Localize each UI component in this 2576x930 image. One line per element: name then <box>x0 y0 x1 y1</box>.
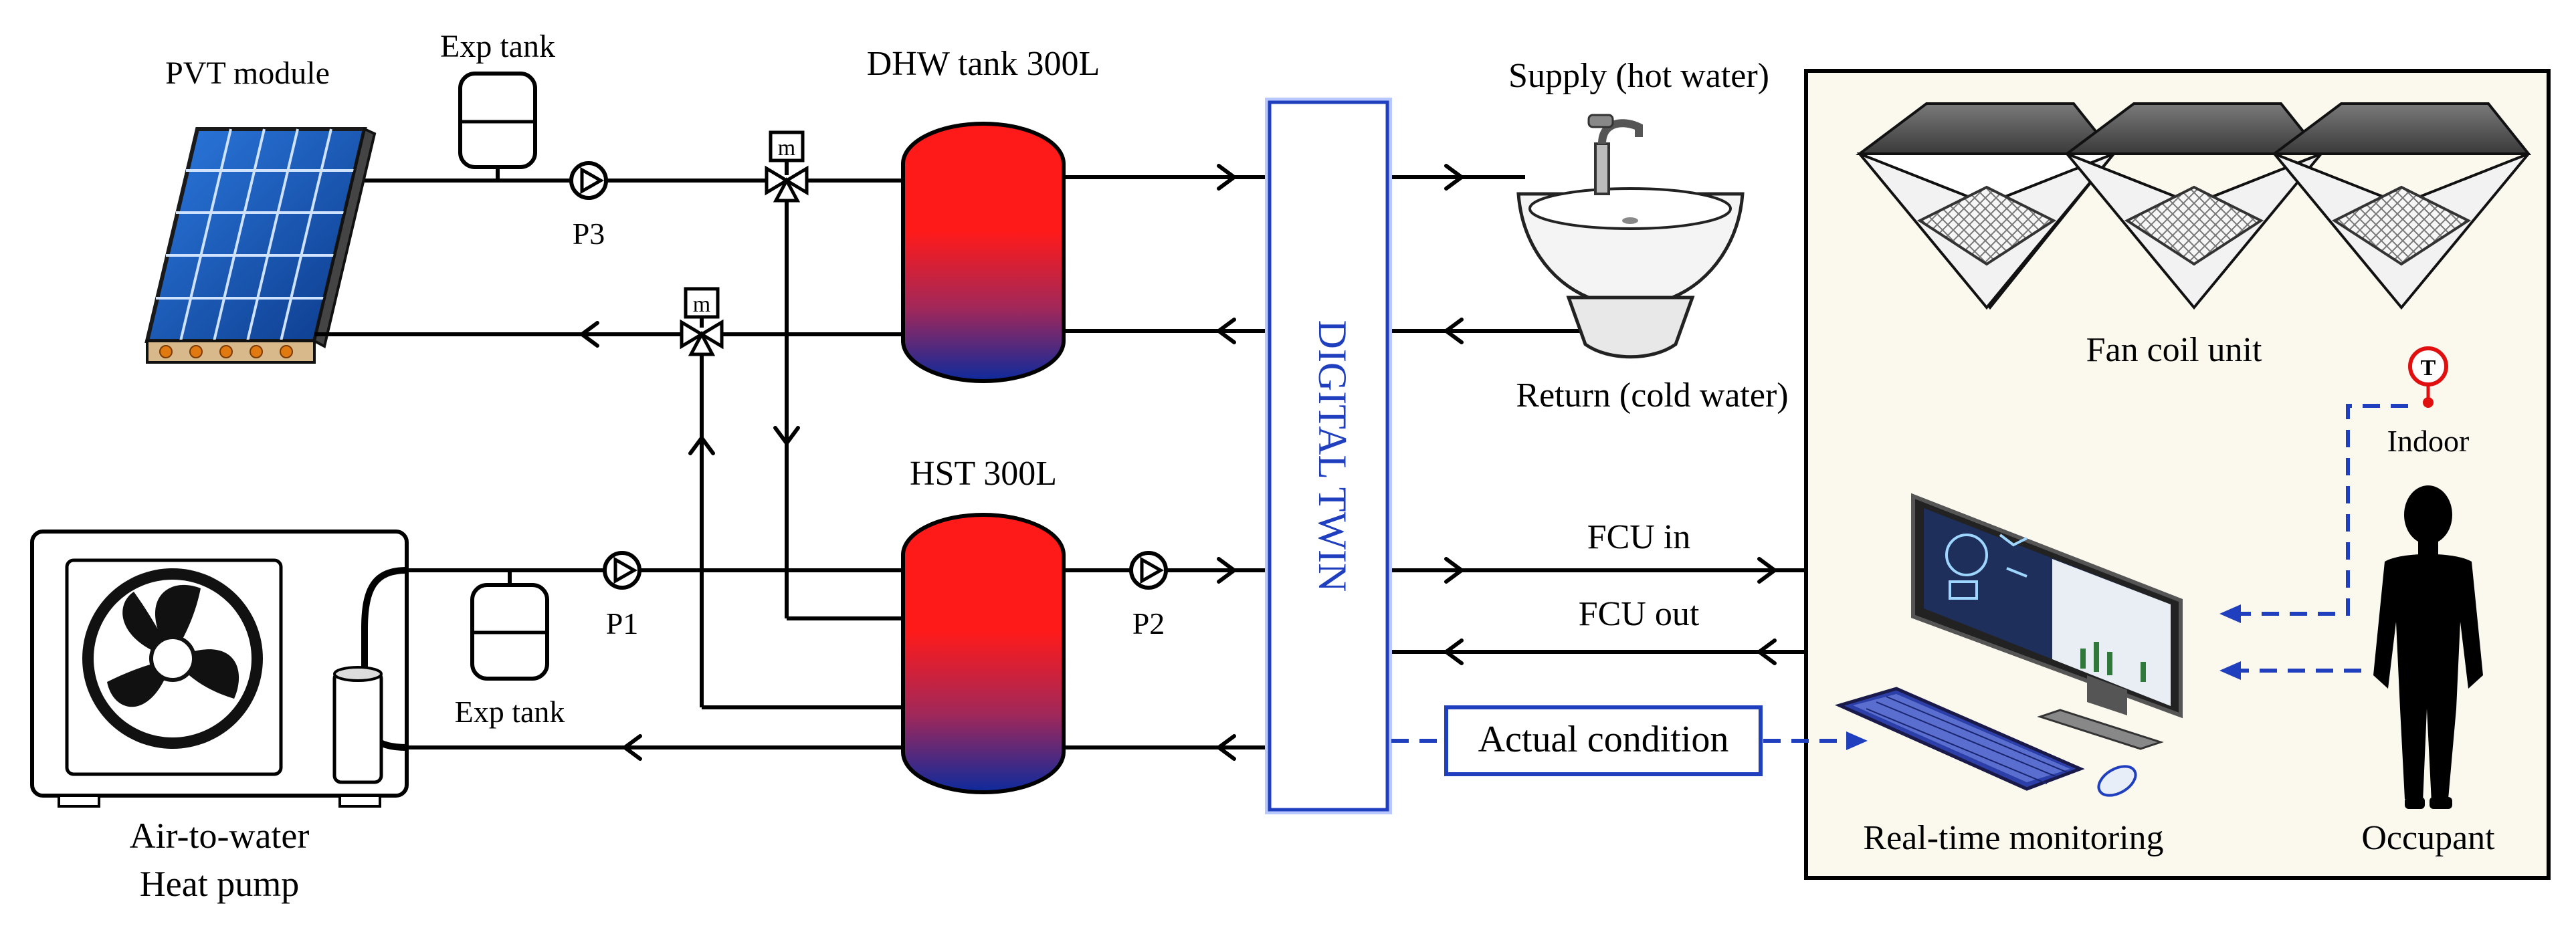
dash-indoor-to-monitor <box>2238 404 2408 616</box>
valve-top-label: m <box>778 136 795 160</box>
three-way-valve-icon <box>680 287 724 356</box>
actual-condition-box <box>1444 705 1763 776</box>
return-label: Return (cold water) <box>1516 376 1788 415</box>
pvt-module-label: PVT module <box>165 55 330 91</box>
pump-p3-label: P3 <box>573 217 605 251</box>
fcu-out-label: FCU out <box>1579 595 1700 633</box>
monitor-icon <box>1911 493 2183 750</box>
real-time-monitoring-label: Real-time monitoring <box>1863 819 2163 857</box>
occupant-label: Occupant <box>2361 819 2495 857</box>
valve-middle-label: m <box>693 292 710 317</box>
fcu-in-label: FCU in <box>1587 518 1691 556</box>
digital-twin-label: DIGITAL TWIN <box>1310 320 1355 592</box>
indoor-label: Indoor <box>2387 424 2470 458</box>
fan-coil-icon <box>2063 102 2324 310</box>
dash-indoor-arrowhead <box>2219 604 2241 623</box>
digital-twin-box <box>1268 100 1389 812</box>
actual-condition-label: Actual condition <box>1478 719 1729 760</box>
mouse-icon <box>2097 765 2137 797</box>
dash-arrowhead <box>1846 731 1868 750</box>
flow-arrows <box>580 164 1777 761</box>
fan-coil-icon <box>2270 102 2532 310</box>
heat-pump-label-line1: Air-to-water <box>130 816 310 856</box>
fan-coil-unit-label: Fan coil unit <box>2086 331 2262 369</box>
pump-p2-label: P2 <box>1132 606 1165 641</box>
heat-pump-label-line2: Heat pump <box>140 864 299 904</box>
expansion-tank-icon <box>458 72 537 181</box>
thermometer-icon <box>2408 346 2448 408</box>
dhw-tank-label: DHW tank 300L <box>867 45 1100 83</box>
pump-icon <box>569 161 608 200</box>
supply-label: Supply (hot water) <box>1508 57 1769 95</box>
dhw-tank <box>901 122 1066 383</box>
pump-p1-label: P1 <box>606 606 639 641</box>
pump-icon <box>603 551 641 590</box>
hst-label: HST 300L <box>910 455 1057 493</box>
exp-tank-top-label: Exp tank <box>440 29 555 64</box>
exp-tank-bottom-label: Exp tank <box>455 695 565 729</box>
dash-occupant-arrowhead <box>2219 661 2241 680</box>
sink-icon <box>1516 114 1745 359</box>
person-icon <box>2373 485 2483 809</box>
heat-pump-icon <box>30 530 409 808</box>
expansion-tank-icon <box>470 570 549 681</box>
hst-tank <box>901 513 1066 794</box>
pump-icon <box>1129 551 1168 590</box>
keyboard-icon <box>1834 687 2085 791</box>
fan-coil-icon <box>1856 102 2117 310</box>
sensor-t-label: T <box>2421 356 2436 380</box>
solar-panel-icon <box>144 127 377 364</box>
three-way-valve-icon <box>765 130 809 203</box>
